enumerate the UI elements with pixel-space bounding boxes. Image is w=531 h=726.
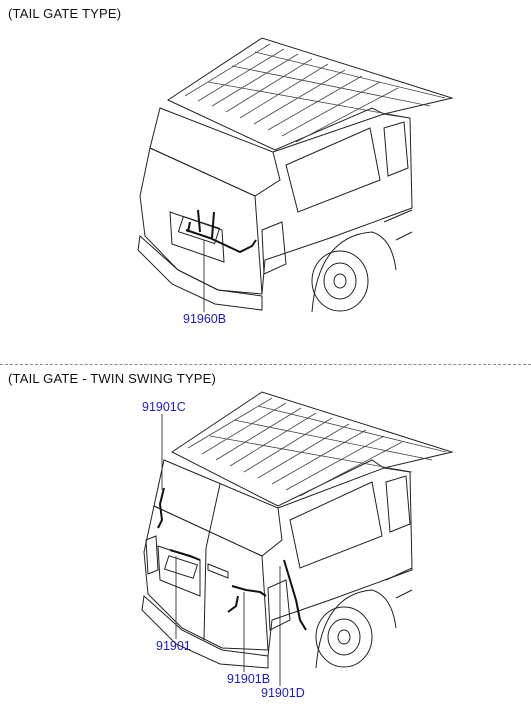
section-title-tail-gate: (TAIL GATE TYPE) <box>8 6 122 21</box>
wiring-harness-twin-swing <box>157 487 307 631</box>
part-callout-91901d[interactable]: 91901D <box>261 686 305 700</box>
part-callout-91901b[interactable]: 91901B <box>227 672 271 686</box>
section-title-twin-swing: (TAIL GATE - TWIN SWING TYPE) <box>8 371 217 386</box>
roof-rack <box>184 43 446 143</box>
part-callout-91901c[interactable]: 91901C <box>142 400 186 414</box>
vehicle-tail-gate-drawing <box>137 37 454 313</box>
roof-rack-twin <box>187 397 447 497</box>
part-callout-91960b[interactable]: 91960B <box>183 312 227 326</box>
part-callout-91901[interactable]: 91901 <box>156 639 191 653</box>
section-divider <box>0 364 531 365</box>
vehicle-body-outline <box>137 37 454 313</box>
vehicle-body-outline-twin <box>141 391 454 669</box>
wiring-harness-91960b <box>185 209 257 254</box>
